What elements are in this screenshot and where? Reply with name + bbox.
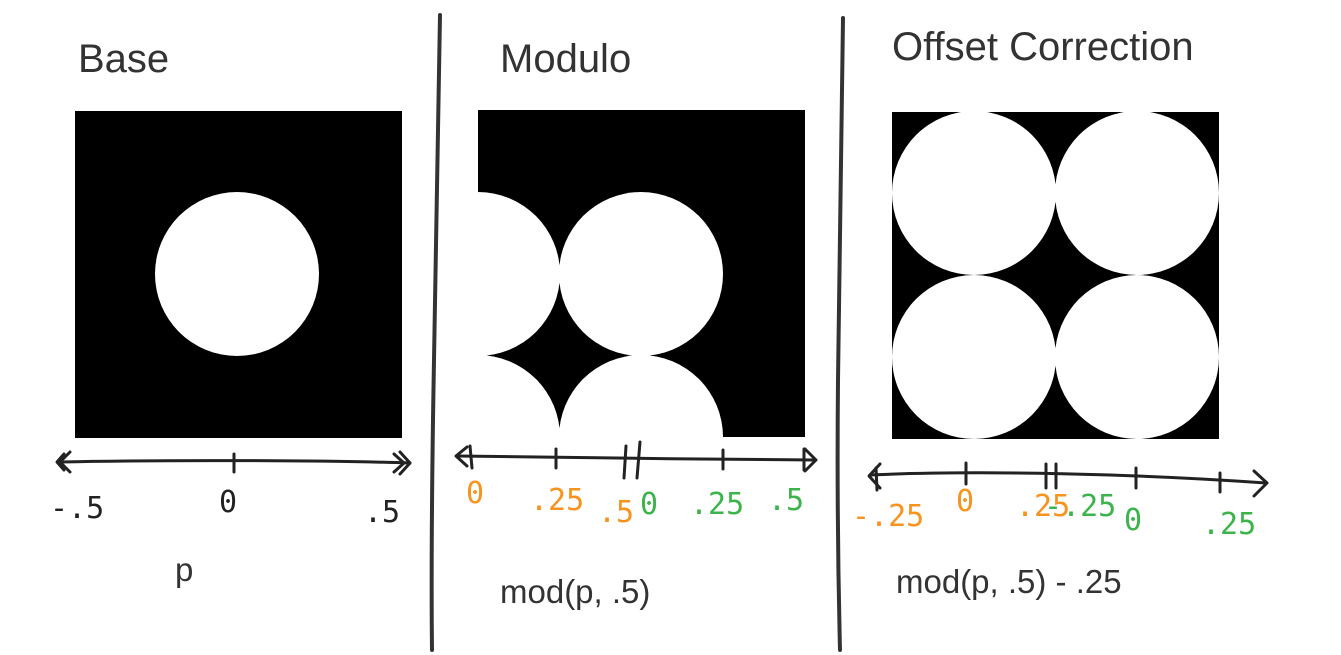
axis-arrow-right xyxy=(803,447,818,473)
modulo-image xyxy=(478,110,805,437)
tick-label: .25 xyxy=(1016,489,1070,524)
formula-label: mod(p, .5) xyxy=(500,573,650,610)
panel-title: Modulo xyxy=(500,37,631,81)
axis xyxy=(55,450,412,476)
circle-shape xyxy=(155,192,319,356)
circle-bottom-right xyxy=(1055,275,1219,439)
tick-label: 0 xyxy=(466,476,484,511)
tick-label: 0 xyxy=(219,485,237,520)
panel-modulo: Modulo 0 .25 .5 0 .25 .5 mod(p, .5) xyxy=(454,37,818,610)
axis-arrow-left xyxy=(454,445,469,468)
tick-label: .25 xyxy=(1202,507,1256,542)
formula-label: mod(p, .5) - .25 xyxy=(896,563,1122,600)
tick-label: .5 xyxy=(598,495,634,530)
tick-label: 0 xyxy=(640,487,658,522)
tick-label: 0 xyxy=(956,484,974,519)
axis-tick xyxy=(468,444,474,470)
axis-arrow-right xyxy=(1252,469,1269,498)
axis xyxy=(867,461,1269,498)
panel-title: Offset Correction xyxy=(892,25,1194,69)
axis-line xyxy=(868,471,1268,485)
axis-tick xyxy=(874,466,879,492)
panel-offset-correction: Offset Correction -.25 0 .25 -.25 0 .25 … xyxy=(852,25,1269,600)
tick-label: .5 xyxy=(364,495,400,530)
panel-base: Base -.5 0 .5 p xyxy=(50,37,412,588)
axis-line xyxy=(456,454,817,462)
tick-label: -.25 xyxy=(1044,489,1116,524)
tick-label: .5 xyxy=(768,483,804,518)
tick-label: 0 xyxy=(1124,503,1142,538)
axis-arrow-right-2 xyxy=(392,452,406,474)
axis xyxy=(454,440,818,480)
tick-label: .25 xyxy=(690,487,744,522)
quarter-circle-bottom-right xyxy=(559,355,723,437)
formula-label: p xyxy=(175,551,193,588)
quarter-circle-top-right xyxy=(559,192,723,356)
circle-top-right xyxy=(1055,112,1219,275)
circle-bottom-left xyxy=(892,275,1056,439)
panel-divider-right xyxy=(835,16,845,652)
axis-tick-break xyxy=(635,440,642,480)
axis-arrow-right xyxy=(398,450,412,476)
panel-title: Base xyxy=(78,37,169,81)
panel-divider-left xyxy=(429,13,442,652)
axis-arrow-left-2 xyxy=(55,452,66,472)
base-image xyxy=(75,111,402,438)
quarter-circle-top-left xyxy=(478,192,560,356)
tick-label: .25 xyxy=(530,483,584,518)
tick-label: -.5 xyxy=(50,491,104,526)
axis-tick-break xyxy=(622,444,628,480)
quarter-circle-bottom-left xyxy=(478,355,560,437)
circle-top-left xyxy=(892,112,1056,275)
axis-arrow-left xyxy=(58,450,72,474)
tick-label: -.25 xyxy=(852,499,924,534)
offset-image xyxy=(892,112,1219,439)
